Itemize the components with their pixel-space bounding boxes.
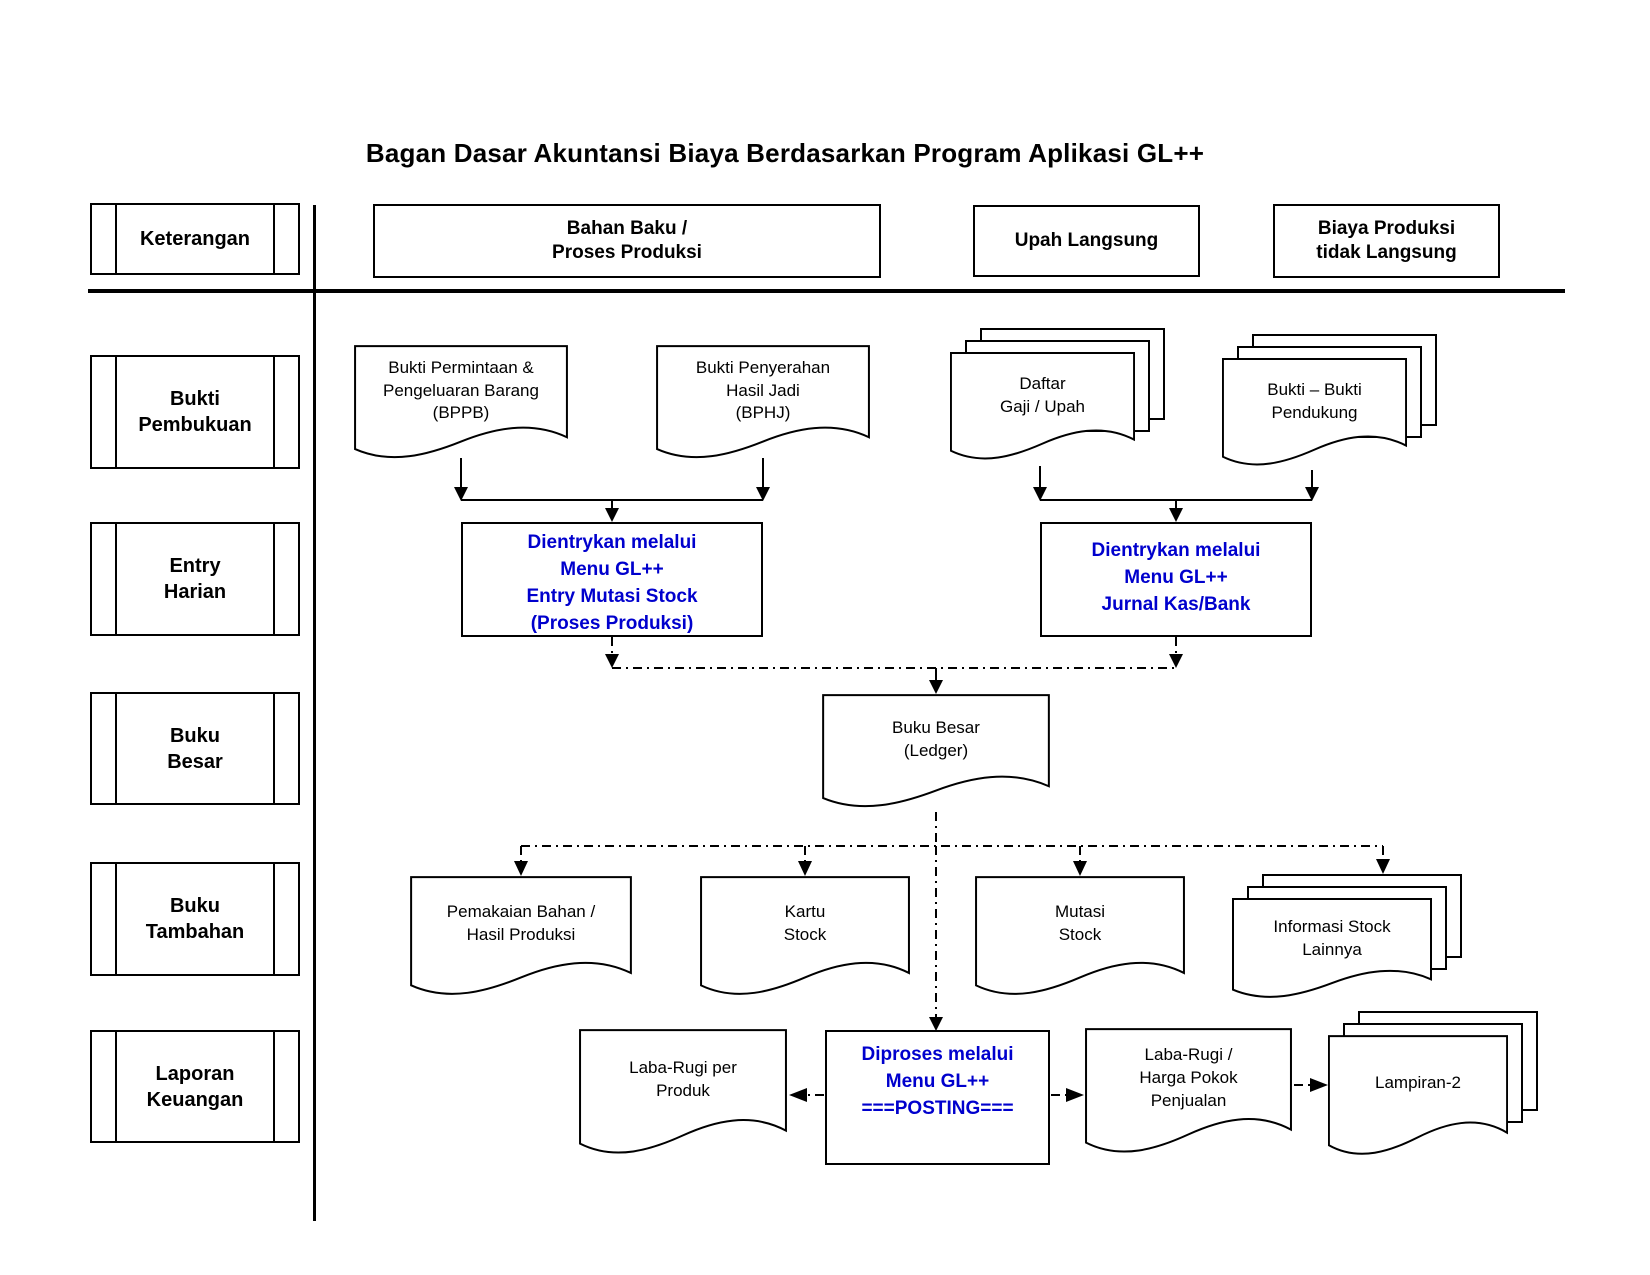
doc-bukti-pendukung: Bukti – Bukti Pendukung — [1222, 358, 1407, 470]
label-side-bar — [115, 1032, 117, 1141]
label-side-bar — [115, 357, 117, 467]
doc-lampiran-2: Lampiran-2 — [1328, 1035, 1508, 1160]
doc-informasi-stock: Informasi Stock Lainnya — [1232, 898, 1432, 1002]
arrow-posting-to-laba-rugi-per-produk — [789, 1088, 824, 1102]
doc-daftar-gaji: Daftar Gaji / Upah — [950, 352, 1135, 464]
page-title: Bagan Dasar Akuntansi Biaya Berdasarkan … — [365, 138, 1205, 168]
arrow-gaji-pendukung-to-jurnal-kas — [1033, 466, 1319, 522]
row-label-buku-besar: Buku Besar — [90, 692, 300, 805]
label-side-bar — [115, 694, 117, 803]
label-side-bar — [115, 524, 117, 634]
doc-bppb: Bukti Permintaan & Pengeluaran Barang (B… — [354, 345, 568, 463]
process-box-posting: Diproses melalui Menu GL++ ===POSTING=== — [825, 1030, 1050, 1165]
label-side-bar — [115, 864, 117, 974]
row-label-entry-harian: Entry Harian — [90, 522, 300, 636]
arrow-bppb-bphj-to-entry-mutasi — [454, 458, 770, 522]
doc-laba-rugi-per-produk: Laba-Rugi per Produk — [579, 1029, 787, 1159]
label-side-bar — [273, 864, 275, 974]
row-label-buku-tambahan: Buku Tambahan — [90, 862, 300, 976]
doc-pemakaian-bahan: Pemakaian Bahan / Hasil Produksi — [410, 876, 632, 1000]
process-box-jurnal-kas-bank: Dientrykan melalui Menu GL++ Jurnal Kas/… — [1040, 522, 1312, 637]
arrow-posting-to-laba-rugi-hpp — [1051, 1088, 1084, 1102]
doc-buku-besar-ledger: Buku Besar (Ledger) — [822, 694, 1050, 812]
column-header-bahan-baku: Bahan Baku / Proses Produksi — [373, 204, 881, 278]
label-side-bar — [273, 205, 275, 273]
column-header-upah-langsung: Upah Langsung — [973, 205, 1200, 277]
doc-mutasi-stock: Mutasi Stock — [975, 876, 1185, 1000]
doc-kartu-stock: Kartu Stock — [700, 876, 910, 1000]
column-header-biaya-produksi: Biaya Produksi tidak Langsung — [1273, 204, 1500, 278]
row-label-bukti-pembukuan: Bukti Pembukuan — [90, 355, 300, 469]
label-side-bar — [115, 205, 117, 273]
divider-vertical — [313, 205, 316, 1221]
label-side-bar — [273, 1032, 275, 1141]
label-side-bar — [273, 694, 275, 803]
row-label-laporan-keuangan: Laporan Keuangan — [90, 1030, 300, 1143]
arrow-entry-boxes-to-ledger — [605, 637, 1183, 694]
divider-horizontal — [88, 289, 1565, 293]
doc-laba-rugi-hpp: Laba-Rugi / Harga Pokok Penjualan — [1085, 1028, 1292, 1158]
label-side-bar — [273, 524, 275, 634]
label-side-bar — [273, 357, 275, 467]
process-box-entry-mutasi-stock: Dientrykan melalui Menu GL++ Entry Mutas… — [461, 522, 763, 637]
doc-bphj: Bukti Penyerahan Hasil Jadi (BPHJ) — [656, 345, 870, 463]
arrow-hpp-to-lampiran — [1294, 1078, 1328, 1092]
row-label-keterangan: Keterangan — [90, 203, 300, 275]
